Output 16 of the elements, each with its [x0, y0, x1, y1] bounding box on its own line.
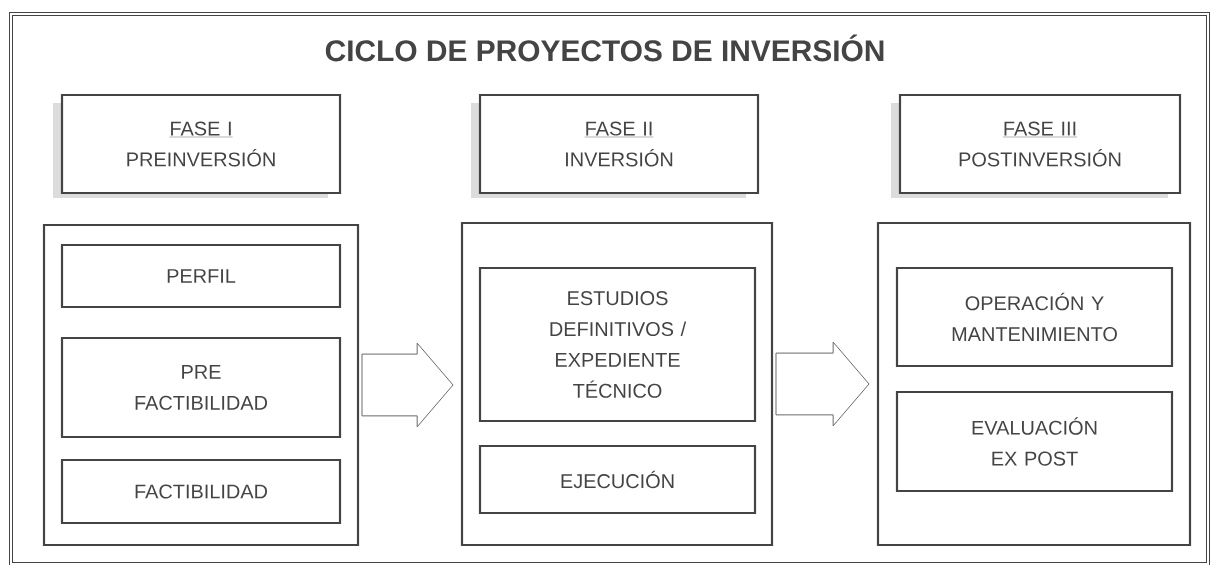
phase-box: FASE II INVERSIÓN [471, 93, 760, 198]
stage-box: ESTUDIOS DEFINITIVOS / EXPEDIENTE TÉCNICO [478, 266, 757, 423]
stage-box: FACTIBILIDAD [60, 458, 342, 525]
phase-box: FASE I PREINVERSIÓN [53, 93, 342, 198]
phase-panel [460, 221, 774, 547]
stage-box: PERFIL [60, 243, 342, 309]
stage-box: EJECUCIÓN [478, 444, 757, 515]
title: CICLO DE PROYECTOS DE INVERSIÓN [325, 34, 884, 62]
stage-box: PRE FACTIBILIDAD [60, 336, 342, 439]
stage-box: OPERACIÓN Y MANTENIMIENTO [895, 266, 1174, 368]
block-arrow [775, 341, 870, 427]
phase-panel [42, 223, 360, 547]
block-arrow [361, 342, 454, 428]
phase-box: FASE III POSTINVERSIÓN [891, 93, 1182, 198]
phase-panel [876, 221, 1192, 547]
stage-box: EVALUACIÓN EX POST [895, 390, 1174, 493]
